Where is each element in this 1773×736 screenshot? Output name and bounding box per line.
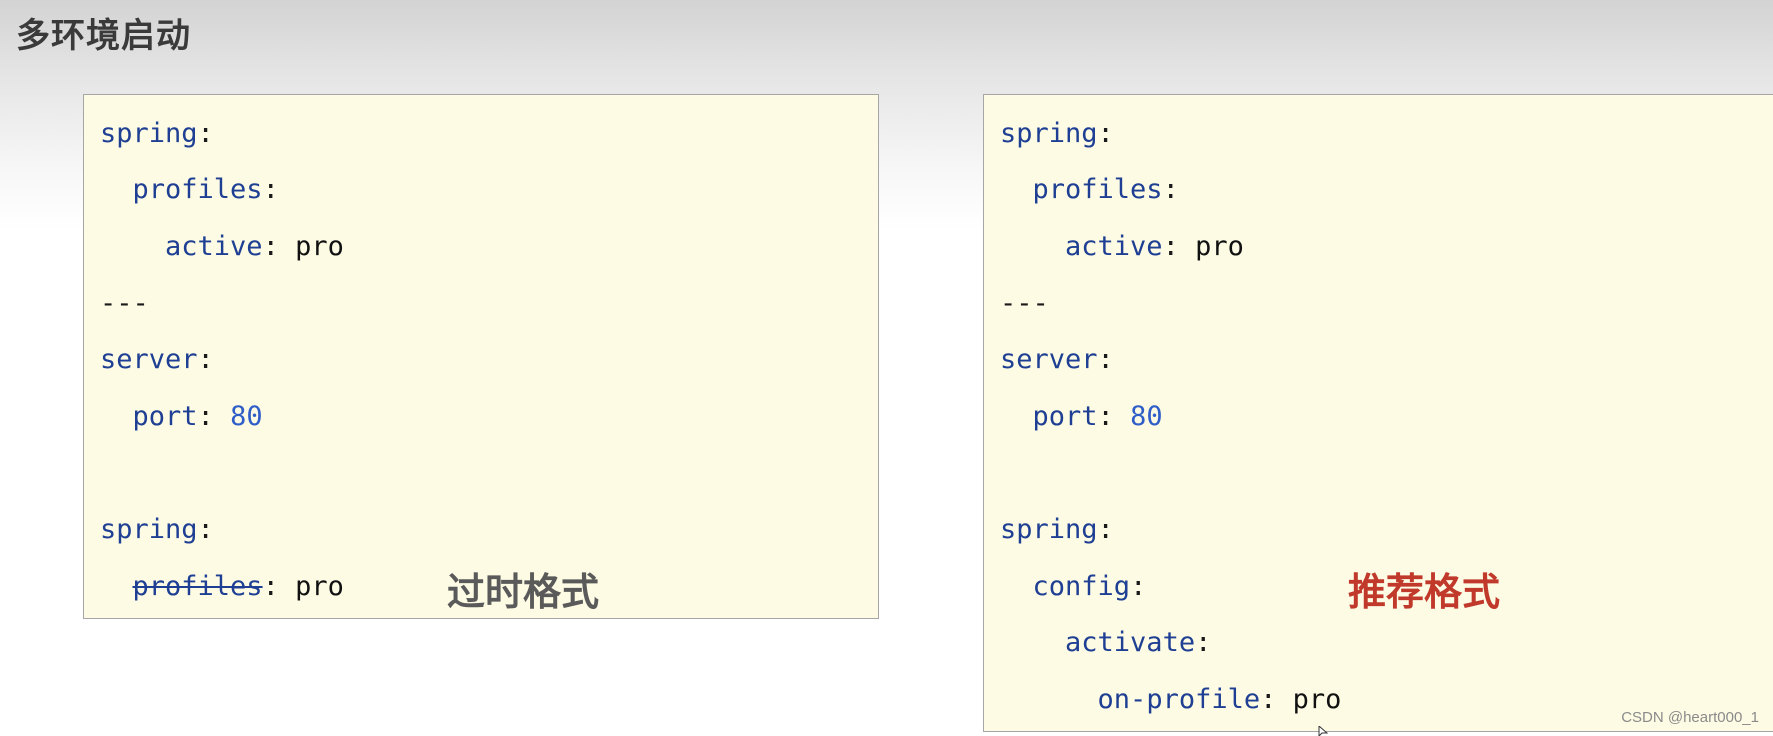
code-line: profiles: xyxy=(1032,174,1179,205)
code-line: port: 80 xyxy=(1032,401,1163,432)
yaml-key: server xyxy=(1000,344,1098,375)
watermark: CSDN @heart000_1 xyxy=(1621,709,1759,726)
code-line: config: xyxy=(1032,571,1147,602)
yaml-number: 80 xyxy=(1130,401,1163,432)
page-title: 多环境启动 xyxy=(16,16,191,56)
code-line: --- xyxy=(100,284,149,324)
yaml-key: active xyxy=(1065,231,1163,262)
yaml-number: 80 xyxy=(230,401,263,432)
yaml-key: server xyxy=(100,344,198,375)
yaml-key: port xyxy=(132,401,198,432)
code-line: spring: xyxy=(1000,118,1114,149)
code-panel-outdated: spring: profiles: active: pro --- server… xyxy=(83,94,879,619)
code-line: --- xyxy=(1000,284,1049,324)
yaml-key: activate xyxy=(1065,627,1196,658)
yaml-key: on-profile xyxy=(1097,684,1261,715)
yaml-value: pro xyxy=(1292,684,1342,715)
yaml-key: port xyxy=(1032,401,1098,432)
yaml-separator: --- xyxy=(1000,288,1049,319)
yaml-value: pro xyxy=(295,571,344,602)
yaml-key: spring xyxy=(100,118,198,149)
yaml-separator: --- xyxy=(100,288,149,319)
code-line: profiles: pro xyxy=(132,571,344,602)
yaml-key: spring xyxy=(100,514,198,545)
recommended-format-label: 推荐格式 xyxy=(1348,570,1501,614)
code-line: active: pro xyxy=(165,231,344,262)
code-line: activate: xyxy=(1065,627,1212,658)
code-line: spring: xyxy=(100,118,214,149)
yaml-key: profiles xyxy=(1032,174,1163,205)
code-line: active: pro xyxy=(1065,231,1244,262)
mouse-cursor-icon xyxy=(1318,726,1328,736)
code-line: server: xyxy=(1000,344,1114,375)
yaml-key: config xyxy=(1032,571,1131,602)
outdated-format-label: 过时格式 xyxy=(447,570,600,614)
code-line: spring: xyxy=(100,514,214,545)
yaml-key: profiles xyxy=(132,174,263,205)
code-line: server: xyxy=(100,344,214,375)
code-line: profiles: xyxy=(132,174,279,205)
yaml-key-deprecated: profiles xyxy=(132,571,263,602)
yaml-value: pro xyxy=(1195,231,1244,262)
code-line: spring: xyxy=(1000,514,1114,545)
yaml-value: pro xyxy=(295,231,344,262)
code-line: on-profile: pro xyxy=(1097,684,1342,715)
yaml-key: spring xyxy=(1000,514,1098,545)
code-line: port: 80 xyxy=(132,401,263,432)
yaml-key: spring xyxy=(1000,118,1098,149)
code-panel-recommended: spring: profiles: active: pro --- server… xyxy=(983,94,1773,732)
yaml-key: active xyxy=(165,231,263,262)
